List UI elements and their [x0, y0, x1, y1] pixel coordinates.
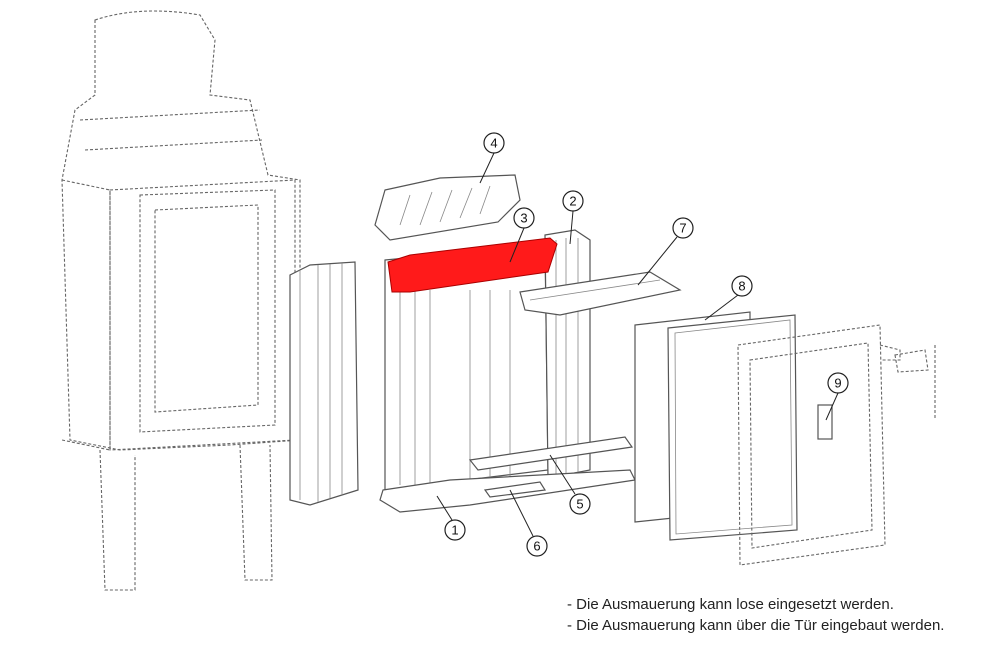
svg-text:7: 7 — [679, 221, 686, 236]
part-4-baffle — [374, 174, 521, 241]
part-1-floor — [379, 469, 636, 513]
note-2: - Die Ausmauerung kann über die Tür eing… — [567, 617, 945, 634]
callout-3: 3 — [513, 207, 535, 229]
svg-text:5: 5 — [576, 497, 583, 512]
svg-text:4: 4 — [490, 136, 497, 151]
svg-text:6: 6 — [533, 539, 540, 554]
fireplace-body — [61, 10, 301, 591]
callouts: 4 3 2 7 8 9 5 1 6 — [436, 132, 849, 557]
callout-2: 2 — [562, 190, 584, 212]
svg-text:1: 1 — [451, 523, 458, 538]
note-1: - Die Ausmauerung kann lose eingesetzt w… — [567, 596, 894, 613]
callout-9: 9 — [827, 372, 849, 394]
callout-6: 6 — [526, 535, 548, 557]
callout-5: 5 — [569, 493, 591, 515]
svg-text:8: 8 — [738, 279, 745, 294]
callout-4: 4 — [483, 132, 505, 154]
installation-notes: - Die Ausmauerung kann lose eingesetzt w… — [567, 594, 944, 636]
part-5-bar — [468, 436, 634, 471]
part-2-side-panel — [544, 229, 591, 479]
part-8-glass — [634, 311, 798, 541]
svg-text:2: 2 — [569, 194, 576, 209]
svg-text:3: 3 — [520, 211, 527, 226]
svg-text:9: 9 — [834, 376, 841, 391]
callout-7: 7 — [672, 217, 694, 239]
side-panel — [289, 261, 359, 506]
callout-1: 1 — [444, 519, 466, 541]
callout-8: 8 — [731, 275, 753, 297]
